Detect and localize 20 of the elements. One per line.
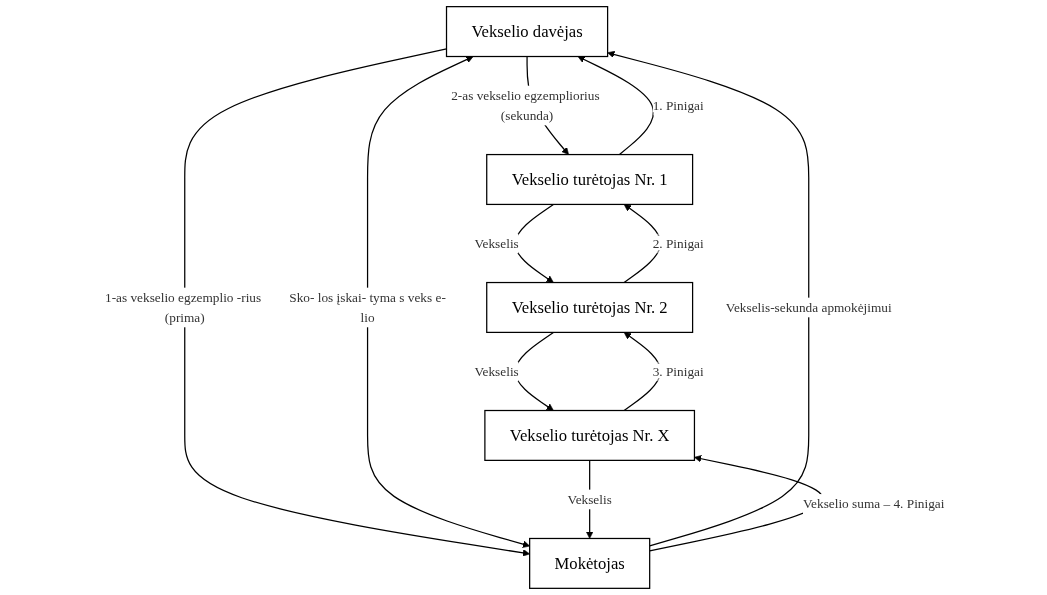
arrow	[607, 50, 810, 547]
edge-label: 3. Pinigai	[653, 363, 705, 379]
node-box: Vekselio davėjas	[446, 6, 609, 58]
edge-label: Vekselio suma – 4. Pinigai	[803, 496, 945, 511]
arrow	[578, 56, 655, 156]
edge-label: 2-as vekselio egzempliorius (sekunda)	[451, 88, 601, 123]
edge-label: 1. Pinigai	[653, 98, 705, 113]
edge-label: 2. Pinigai	[653, 236, 705, 251]
node-box: Mokėtojas	[529, 537, 651, 589]
node-box: Vekselio turėtojas Nr. X	[484, 409, 696, 461]
edge-label: Vekselis	[474, 236, 520, 251]
arrow	[367, 56, 531, 548]
edge-label: Sko- los įskai- tyma s veks e-lio	[289, 290, 447, 325]
edge-label: Vekselis	[567, 491, 613, 507]
edge-label: Vekselis	[474, 363, 520, 379]
arrow	[184, 48, 531, 557]
edge-label: Vekselis-sekunda apmokėjimui	[726, 299, 893, 315]
edge-label: 1-as vekselio egzemplio -rius (prima)	[105, 290, 262, 325]
node-box: Vekselio turėtojas Nr. 2	[486, 281, 694, 333]
node-box: Vekselio turėtojas Nr. 1	[486, 153, 694, 206]
